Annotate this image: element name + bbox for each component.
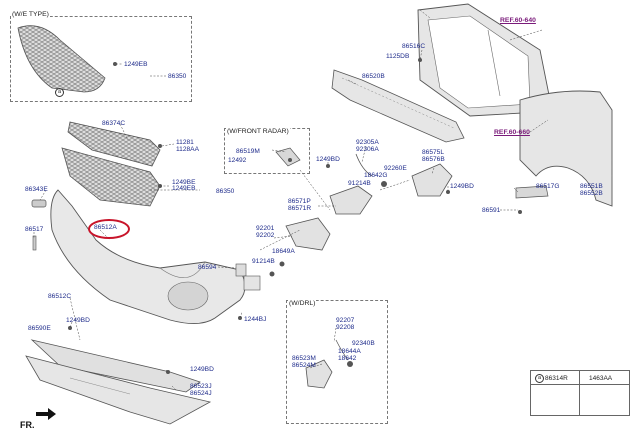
label-86575L[interactable]: 86575L — [422, 149, 445, 156]
highlighted-part-marker — [88, 219, 130, 239]
label-86374C[interactable]: 86374C — [102, 120, 126, 127]
label-1249BD-bottom[interactable]: 1249BD — [190, 366, 214, 373]
box-we-type-title: (W/E TYPE) — [11, 11, 50, 18]
label-86350[interactable]: 86350 — [216, 188, 235, 195]
label-91214B-a[interactable]: 91214B — [348, 180, 371, 187]
label-92201[interactable]: 92201 — [256, 225, 275, 232]
label-86343E[interactable]: 86343E — [25, 186, 48, 193]
label-1249BE[interactable]: 1249BE — [172, 179, 196, 186]
label-18642G[interactable]: 18642G — [364, 172, 388, 179]
box-drl — [286, 300, 388, 424]
label-86517[interactable]: 86517 — [25, 226, 44, 233]
label-86350-top[interactable]: 86350 — [168, 73, 187, 80]
label-1125DB[interactable]: 1125DB — [386, 53, 410, 60]
label-86576B[interactable]: 86576B — [422, 156, 445, 163]
label-1128AA[interactable]: 1128AA — [176, 146, 199, 153]
grille-main — [61, 147, 161, 207]
label-11281[interactable]: 11281 — [176, 139, 194, 146]
label-12492[interactable]: 12492 — [228, 157, 247, 164]
label-86551B[interactable]: 86551B — [580, 183, 603, 190]
label-86520B[interactable]: 86520B — [362, 73, 385, 80]
label-91214B-b[interactable]: 91214B — [252, 258, 275, 265]
label-1249BD-mid[interactable]: 1249BD — [316, 156, 340, 163]
grille-upper — [67, 121, 161, 167]
label-1249EB[interactable]: 1249EB — [172, 185, 196, 192]
direction-label: FR. — [20, 420, 35, 430]
legend-part-86314R[interactable]: 86314R — [545, 375, 568, 382]
label-1244BJ[interactable]: 1244BJ — [244, 316, 267, 323]
emblem — [31, 199, 47, 208]
label-86523J[interactable]: 86523J — [190, 383, 212, 390]
label-86524M[interactable]: 86524M — [292, 362, 316, 369]
legend-marker: a — [535, 374, 544, 383]
ref-60-660-link[interactable]: REF.60-660 — [494, 129, 530, 136]
fr-arrow-icon — [36, 408, 56, 420]
grille-we-type — [17, 25, 106, 93]
ref-60-640-link[interactable]: REF.60-640 — [500, 17, 536, 24]
label-92305A[interactable]: 92305A — [356, 139, 379, 146]
bumper-cover — [50, 189, 246, 324]
label-86512A[interactable]: 86512A — [94, 224, 117, 231]
box-drl-title: (W/DRL) — [288, 300, 317, 307]
label-92207[interactable]: 92207 — [336, 317, 355, 324]
label-86512C[interactable]: 86512C — [48, 293, 72, 300]
label-92340B[interactable]: 92340B — [352, 340, 375, 347]
front-radar — [275, 147, 301, 167]
label-92208[interactable]: 92208 — [336, 324, 355, 331]
label-86519M[interactable]: 86519M — [236, 148, 260, 155]
lamp-cover — [411, 163, 453, 197]
skid-plate — [25, 355, 212, 425]
lower-lip — [30, 339, 201, 393]
label-92306A[interactable]: 92306A — [356, 146, 379, 153]
label-86590E[interactable]: 86590E — [28, 325, 51, 332]
box-front-radar-title: (W/FRONT RADAR) — [226, 128, 290, 135]
legend-part-1463AA[interactable]: 1463AA — [589, 375, 613, 382]
label-1249BD-right[interactable]: 1249BD — [450, 183, 474, 190]
label-18649A[interactable]: 18649A — [272, 248, 295, 255]
fender — [519, 90, 613, 207]
turn-lamp — [329, 185, 373, 215]
label-86517G[interactable]: 86517G — [536, 183, 560, 190]
label-a-top: a — [55, 88, 64, 97]
label-92260E[interactable]: 92260E — [384, 165, 407, 172]
legend-table: a 86314R 1463AA — [530, 370, 630, 416]
label-86594[interactable]: 86594 — [198, 264, 217, 271]
label-86571R[interactable]: 86571R — [288, 205, 312, 212]
label-86591[interactable]: 86591 — [482, 207, 501, 214]
label-86516C[interactable]: 86516C — [402, 43, 426, 50]
label-1249EB-top[interactable]: 1249EB — [124, 61, 148, 68]
label-86524J[interactable]: 86524J — [190, 390, 212, 397]
label-86552B[interactable]: 86552B — [580, 190, 603, 197]
label-1249BD-left[interactable]: 1249BD — [66, 317, 90, 324]
label-92202[interactable]: 92202 — [256, 232, 275, 239]
label-86571P[interactable]: 86571P — [288, 198, 311, 205]
fog-lamp — [285, 217, 331, 251]
box-we-type — [10, 16, 192, 102]
drl-lamp — [305, 359, 333, 389]
label-18644A[interactable]: 18644A — [338, 348, 361, 355]
label-86523M[interactable]: 86523M — [292, 355, 316, 362]
label-18642[interactable]: 18642 — [338, 355, 357, 362]
